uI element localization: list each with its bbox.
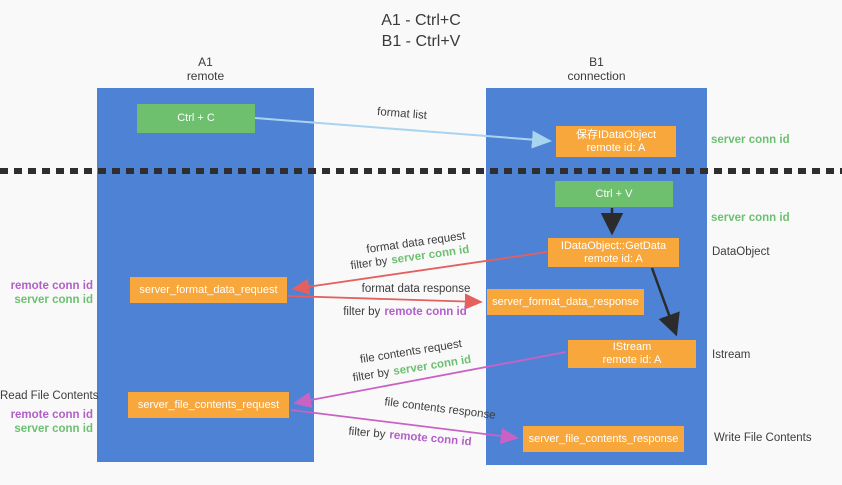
right-label-istream: Istream xyxy=(712,349,751,361)
left-label-read-file-contents: Read File Contents xyxy=(0,390,99,402)
left-label-server-conn-id-bottom: server conn id xyxy=(14,423,93,435)
lane-b1-header: B1 connection xyxy=(486,55,707,83)
node-istream: IStream remote id: A xyxy=(568,340,696,368)
right-label-dataobject: DataObject xyxy=(712,246,770,258)
filter-by-text: filter by xyxy=(351,366,391,385)
filter-by-text: filter by xyxy=(347,425,386,441)
node-server-file-contents-response: server_file_contents_response xyxy=(523,426,684,452)
node-save-idataobject: 保存IDataObject remote id: A xyxy=(556,126,676,157)
lane-a1-name: A1 xyxy=(198,55,213,69)
left-label-remote-conn-id-top: remote conn id xyxy=(10,280,93,292)
node-ctrl-c-label: Ctrl + C xyxy=(177,112,215,124)
edge-label-format-data-response: format data response xyxy=(361,283,471,295)
diagram-title: A1 - Ctrl+C B1 - Ctrl+V xyxy=(0,10,842,52)
node-ctrl-v: Ctrl + V xyxy=(555,181,673,207)
lane-a1-header: A1 remote xyxy=(97,55,314,83)
lane-b1-name: B1 xyxy=(589,55,604,69)
node-ctrl-c: Ctrl + C xyxy=(137,104,255,133)
right-label-server-conn-id-top: server conn id xyxy=(711,134,790,146)
remote-conn-id-text: remote conn id xyxy=(388,429,473,449)
node-server-format-data-request: server_format_data_request xyxy=(130,277,287,303)
session-divider-dashed-line xyxy=(0,168,842,174)
filter-by-text: filter by xyxy=(349,255,389,273)
left-label-remote-conn-id-bottom: remote conn id xyxy=(10,409,93,421)
node-idataobject-getdata-line1: IDataObject::GetData xyxy=(560,239,667,252)
node-server-file-contents-request-label: server_file_contents_request xyxy=(137,398,280,411)
node-server-file-contents-response-label: server_file_contents_response xyxy=(528,432,679,445)
node-server-format-data-request-label: server_format_data_request xyxy=(139,283,278,296)
node-save-idataobject-line2: remote id: A xyxy=(586,141,646,154)
right-label-write-file-contents: Write File Contents xyxy=(714,432,812,444)
title-line-ctrl-c: A1 - Ctrl+C xyxy=(381,12,461,29)
node-save-idataobject-line1: 保存IDataObject xyxy=(575,128,657,141)
node-idataobject-getdata: IDataObject::GetData remote id: A xyxy=(548,238,679,267)
node-server-format-data-response: server_format_data_response xyxy=(487,289,644,315)
node-server-file-contents-request: server_file_contents_request xyxy=(128,392,289,418)
filter-by-text: filter by xyxy=(343,306,381,318)
right-label-server-conn-id-mid: server conn id xyxy=(711,212,790,224)
arrow-format-data-response xyxy=(287,293,483,310)
node-istream-line1: IStream xyxy=(612,341,652,353)
title-line-ctrl-v: B1 - Ctrl+V xyxy=(381,33,461,50)
node-istream-line2: remote id: A xyxy=(602,354,662,366)
node-idataobject-getdata-line2: remote id: A xyxy=(584,252,643,265)
edge-label-format-list: format list xyxy=(376,106,428,122)
node-server-format-data-response-label: server_format_data_response xyxy=(492,295,639,308)
left-label-server-conn-id-top: server conn id xyxy=(14,294,93,306)
edge-label-file-contents-response: file contents response xyxy=(383,396,497,422)
remote-conn-id-text: remote conn id xyxy=(384,306,467,318)
node-ctrl-v-label: Ctrl + V xyxy=(595,187,633,200)
lane-b1-role: connection xyxy=(567,69,626,83)
lane-a1-role: remote xyxy=(186,69,225,83)
